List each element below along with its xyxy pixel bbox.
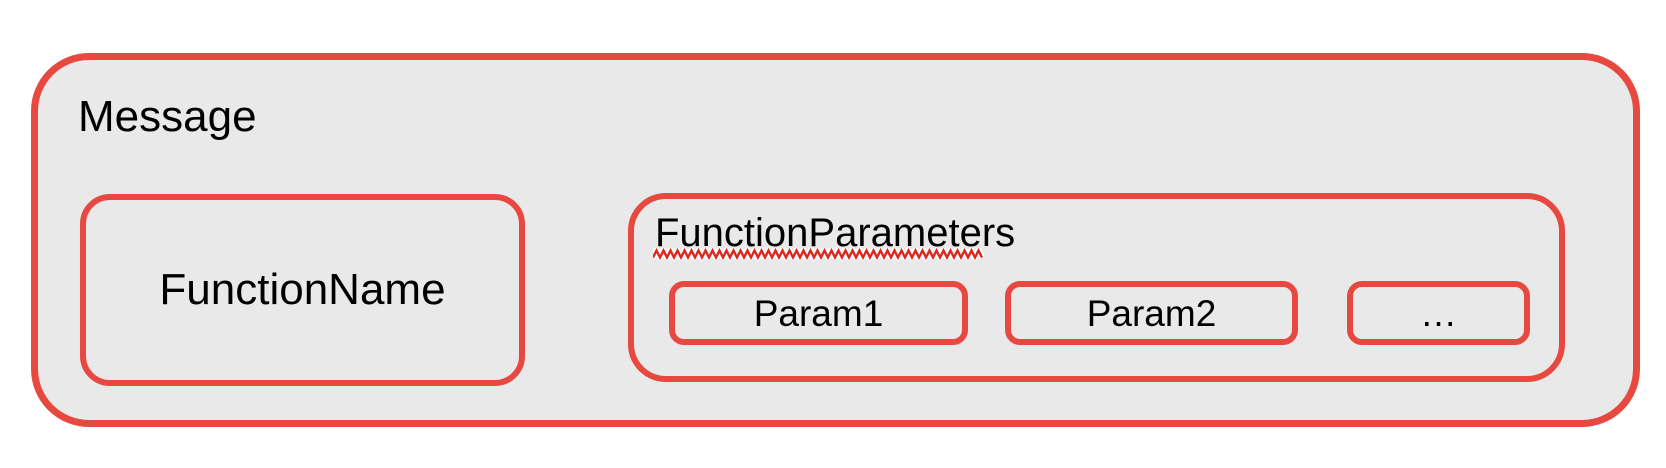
message-label: Message — [78, 92, 257, 141]
param1-box: Param1 — [669, 281, 968, 345]
function-name-box: FunctionName — [80, 194, 525, 386]
param-ellipsis-box: … — [1347, 281, 1530, 345]
spellcheck-squiggle-underline-icon — [653, 248, 985, 261]
function-parameters-label: FunctionParameters — [655, 211, 1016, 255]
param2-box: Param2 — [1005, 281, 1298, 345]
function-name-label: FunctionName — [159, 265, 446, 314]
param2-label: Param2 — [1086, 292, 1217, 334]
param-ellipsis-label: … — [1420, 292, 1457, 334]
function-parameters-box: FunctionParameters Param1 Param2 … — [628, 193, 1565, 382]
param1-label: Param1 — [753, 292, 884, 334]
message-box: Message FunctionName FunctionParameters … — [31, 53, 1640, 427]
